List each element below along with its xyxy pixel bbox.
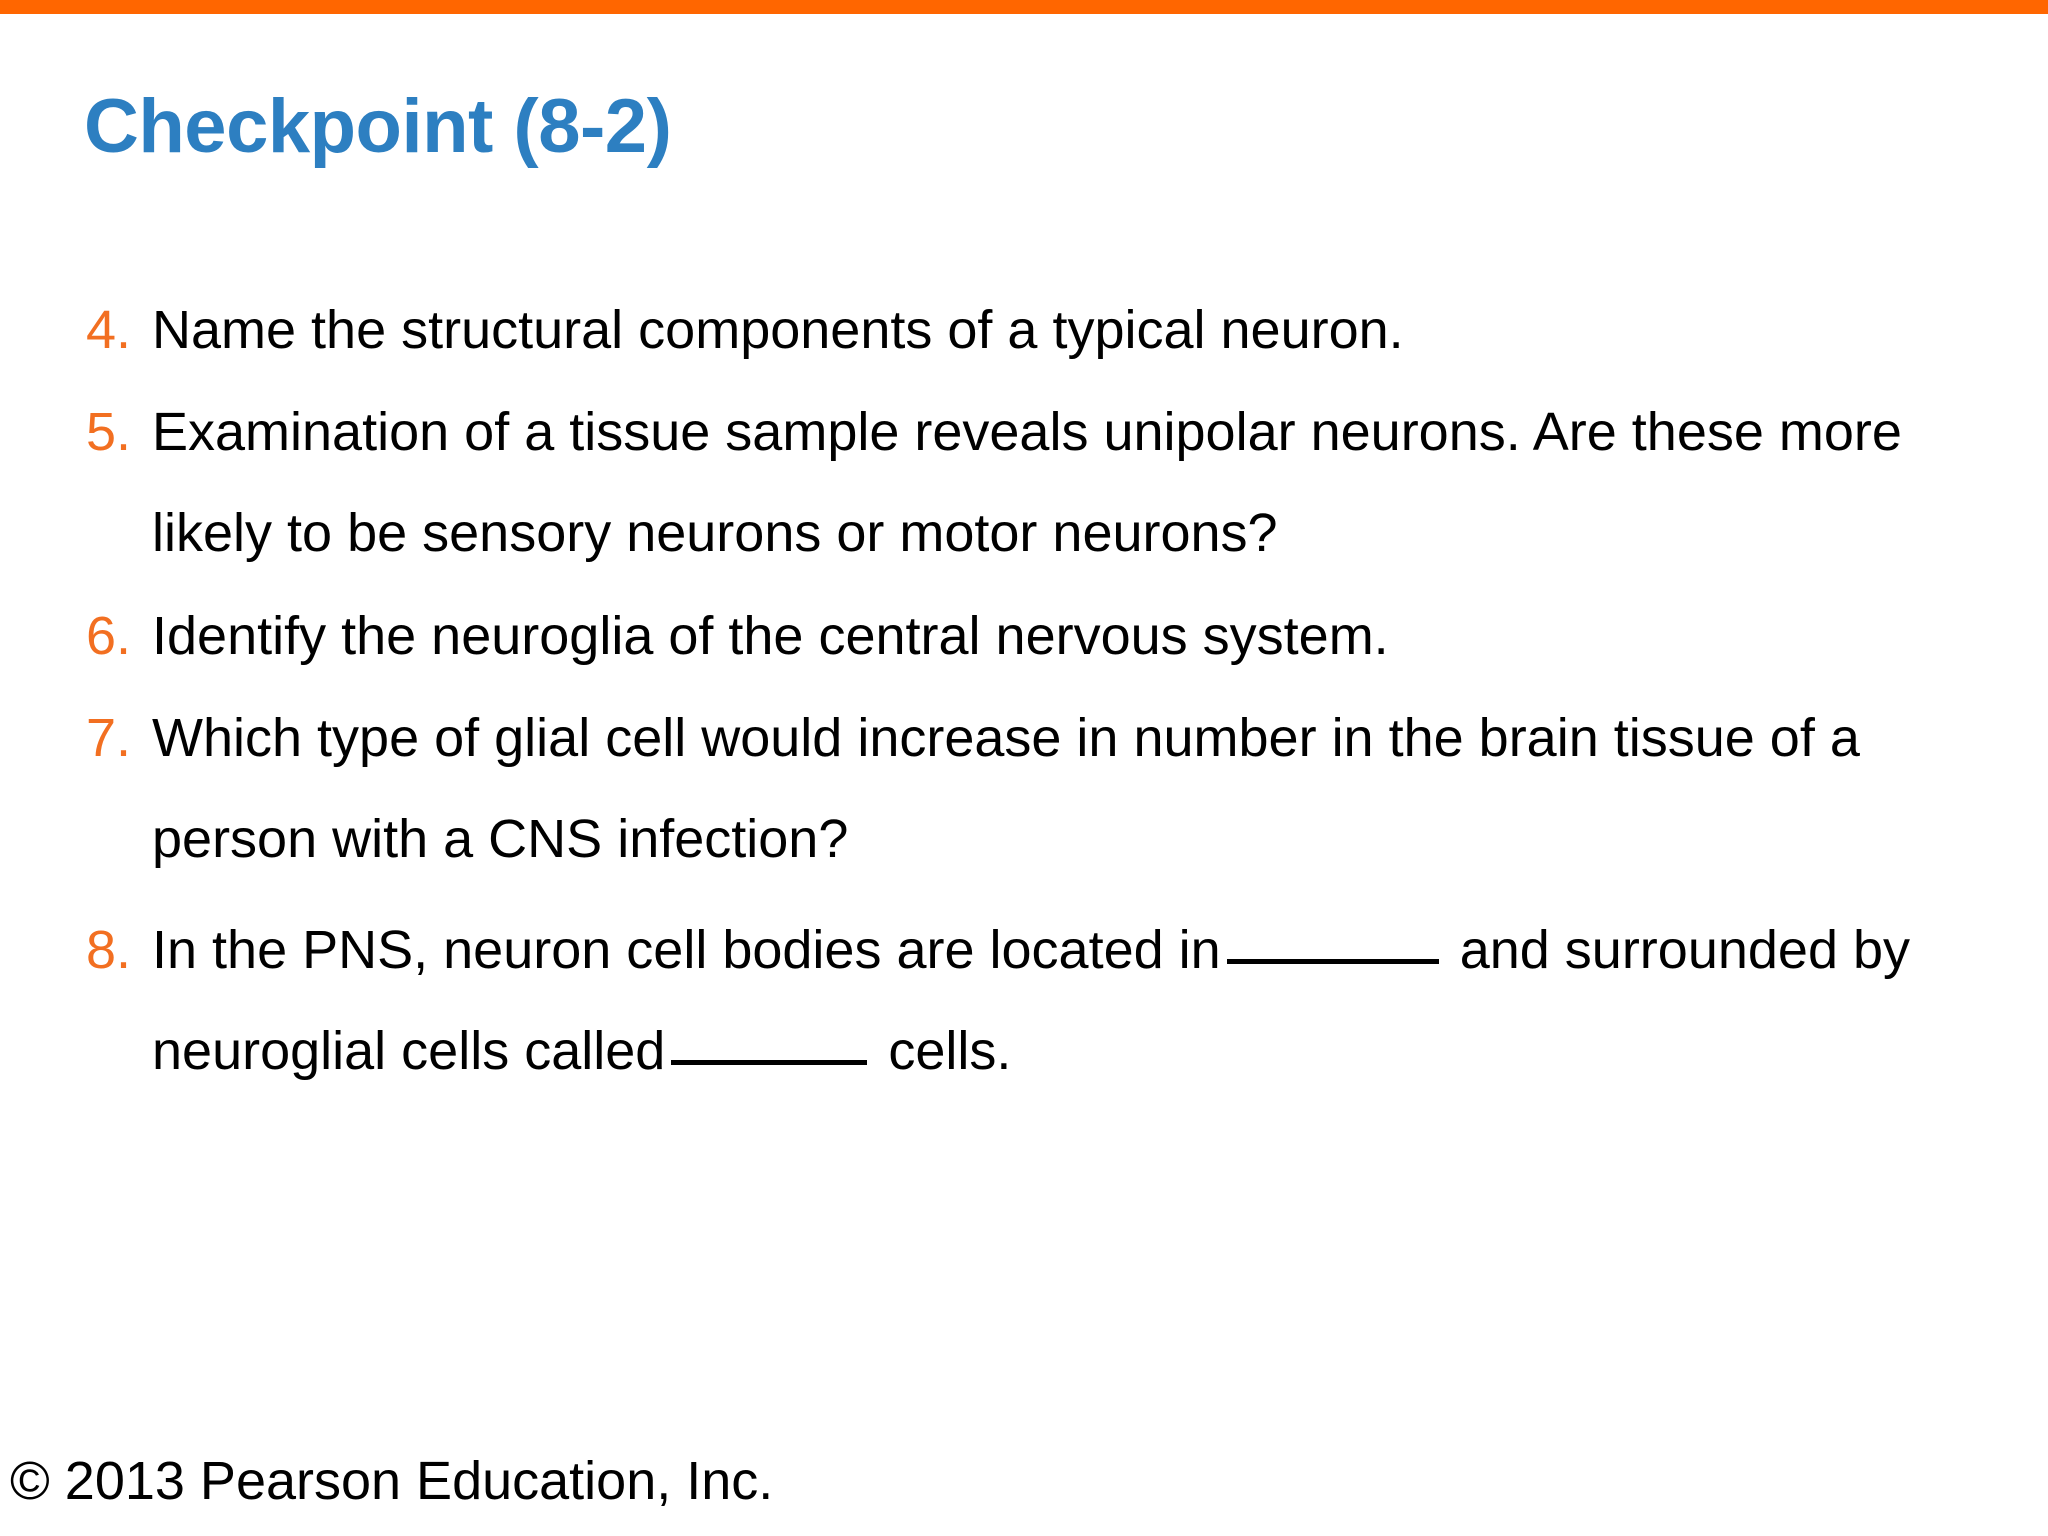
list-item: 8. In the PNS, neuron cell bodies are lo… — [80, 900, 1970, 1102]
list-item: 5. Examination of a tissue sample reveal… — [80, 382, 1970, 584]
fill-in-blank-2[interactable] — [671, 1060, 868, 1065]
copyright-footer: © 2013 Pearson Education, Inc. — [10, 1451, 774, 1511]
list-item-text: Examination of a tissue sample reveals u… — [152, 402, 1902, 563]
list-item-text: Identify the neuroglia of the central ne… — [152, 606, 1389, 666]
list-item-number: 4. — [86, 300, 132, 360]
fill-in-text-segment-2: and surrounded by neuroglial cells calle… — [152, 920, 1911, 1081]
list-item: 6. Identify the neuroglia of the central… — [80, 594, 1970, 678]
list-item-text: Name the structural components of a typi… — [152, 300, 1404, 360]
fill-in-text-segment-3: cells. — [888, 1021, 1012, 1081]
list-item: 7. Which type of glial cell would increa… — [80, 688, 1970, 890]
accent-top-bar — [0, 0, 2048, 14]
page-title: Checkpoint (8-2) — [84, 83, 672, 169]
list-item-number: 6. — [86, 606, 132, 666]
list-item-text: Which type of glial cell would increase … — [152, 708, 1860, 869]
list-item-number: 8. — [86, 920, 132, 980]
list-item-number: 7. — [86, 708, 132, 768]
list-item-number: 5. — [86, 402, 132, 462]
fill-in-blank-1[interactable] — [1226, 959, 1439, 964]
fill-in-text-segment-1: In the PNS, neuron cell bodies are locat… — [152, 920, 1221, 980]
list-item: 4. Name the structural components of a t… — [80, 288, 1970, 372]
question-list: 4. Name the structural components of a t… — [80, 288, 1970, 1112]
list-item-text: In the PNS, neuron cell bodies are locat… — [152, 900, 1942, 1102]
